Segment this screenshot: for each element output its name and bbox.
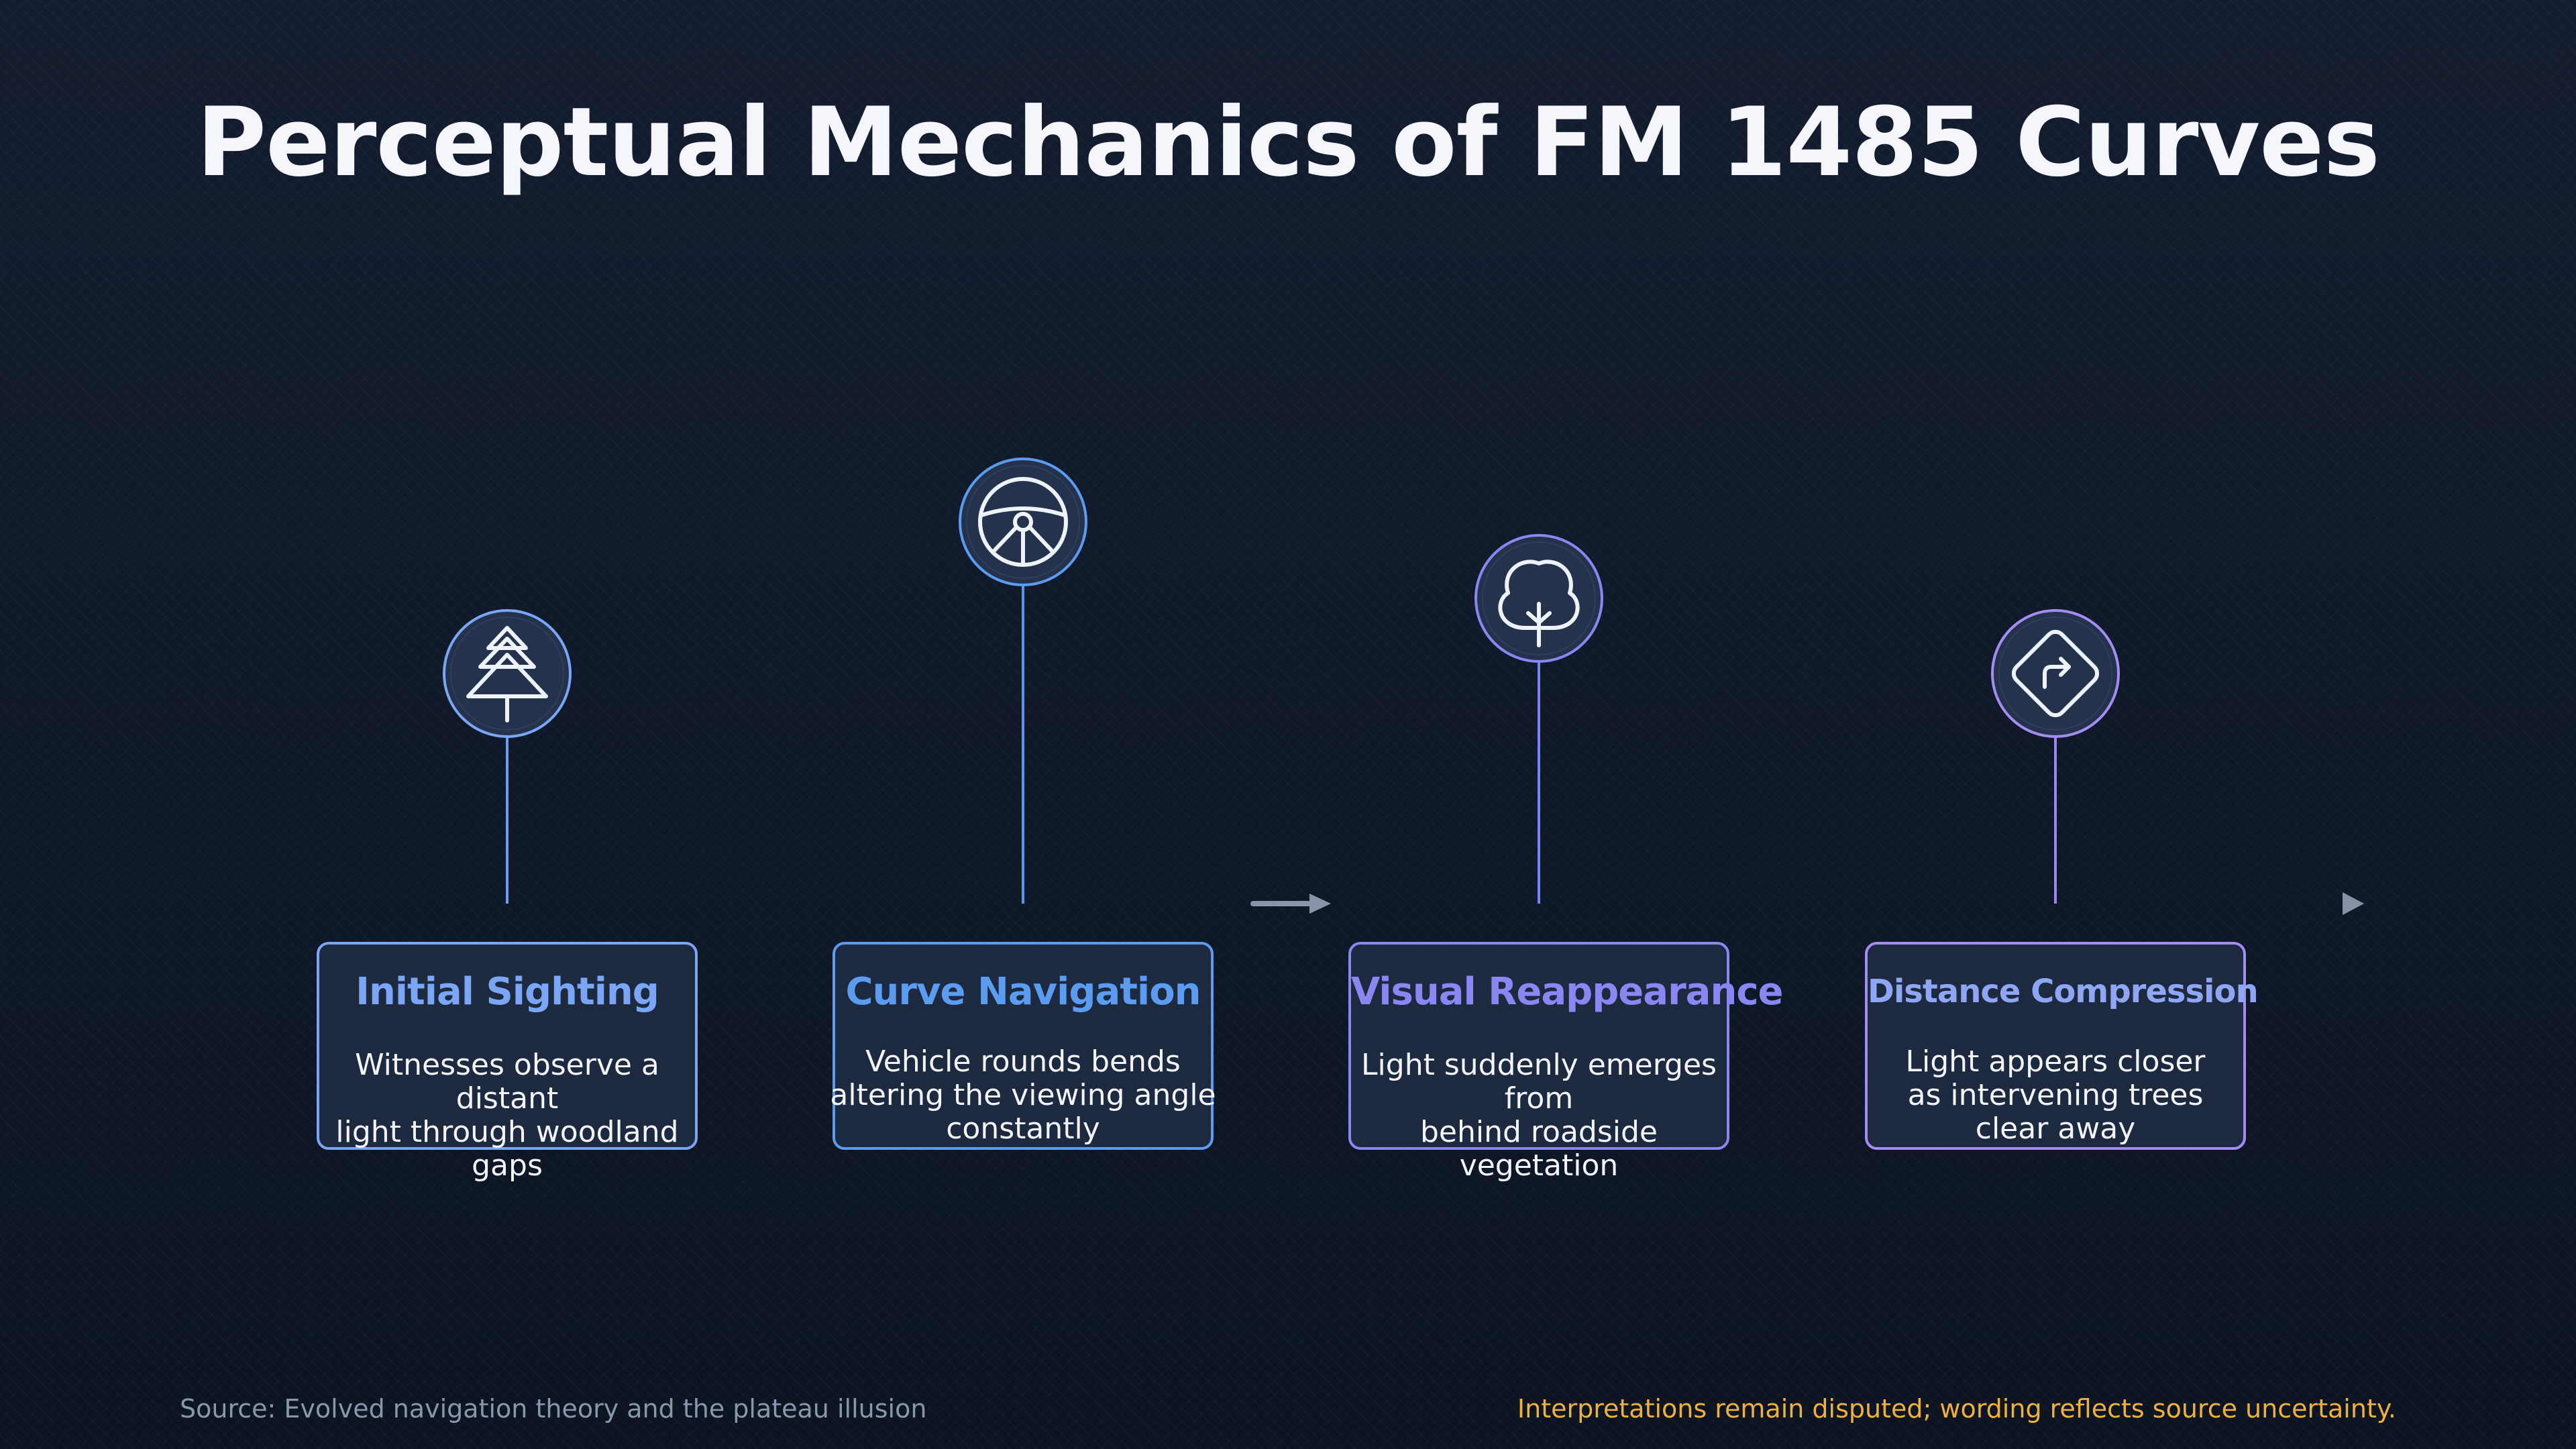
- step-card-description-line: clear away: [1975, 1112, 2136, 1146]
- disclaimer-note: Interpretations remain disputed; wording…: [1517, 1394, 2396, 1424]
- step-card-description-line: altering the viewing angle: [830, 1078, 1216, 1112]
- step-card-title: Distance Compression: [1868, 973, 2259, 1010]
- step-card-description: Light appears closer as intervening tree…: [1862, 1045, 2249, 1146]
- step-card-title: Visual Reappearance: [1351, 970, 1784, 1014]
- step-card-description-line: behind roadside vegetation: [1420, 1115, 1658, 1183]
- step-card-description: Light suddenly emerges from behind roads…: [1346, 1049, 1732, 1183]
- step-card-initial-sighting: Initial Sighting Witnesses observe a dis…: [317, 942, 698, 1183]
- step-4-node: [1991, 609, 2120, 738]
- steering-wheel-icon: [978, 477, 1068, 567]
- step-2-node: [959, 458, 1087, 586]
- page-title: Perceptual Mechanics of FM 1485 Curves: [197, 87, 2380, 198]
- step-card-visual-reappearance: Visual Reappearance Light suddenly emerg…: [1348, 942, 1784, 1183]
- step-card-title: Initial Sighting: [356, 970, 659, 1014]
- timeline-end-arrow: [2343, 892, 2364, 915]
- progress-arrow: [1250, 894, 1331, 914]
- step-card-description-line: constantly: [946, 1112, 1100, 1146]
- step-card-description-line: Light suddenly emerges from: [1361, 1048, 1717, 1116]
- step-card-curve-navigation: Curve Navigation Vehicle rounds bends al…: [830, 942, 1216, 1150]
- source-note: Source: Evolved navigation theory and th…: [180, 1394, 927, 1424]
- step-card-title: Curve Navigation: [845, 970, 1201, 1014]
- deciduous-tree-icon: [1498, 559, 1580, 647]
- step-card-description-line: Witnesses observe a distant: [355, 1048, 659, 1116]
- pine-tree-icon: [466, 626, 548, 722]
- step-card-description-line: light through woodland gaps: [335, 1115, 679, 1183]
- step-card-description: Vehicle rounds bends altering the viewin…: [830, 1045, 1216, 1146]
- step-card-description-line: as intervening trees: [1907, 1078, 2204, 1112]
- step-card-description-line: Light appears closer: [1905, 1044, 2206, 1079]
- step-1-node: [443, 609, 572, 738]
- step-card-description-line: Vehicle rounds bends: [865, 1044, 1181, 1079]
- step-card-distance-compression: Distance Compression Light appears close…: [1862, 942, 2259, 1150]
- step-3-node: [1474, 534, 1603, 663]
- turn-right-sign-icon: [2011, 629, 2100, 718]
- step-card-description: Witnesses observe a distant light throug…: [314, 1049, 700, 1183]
